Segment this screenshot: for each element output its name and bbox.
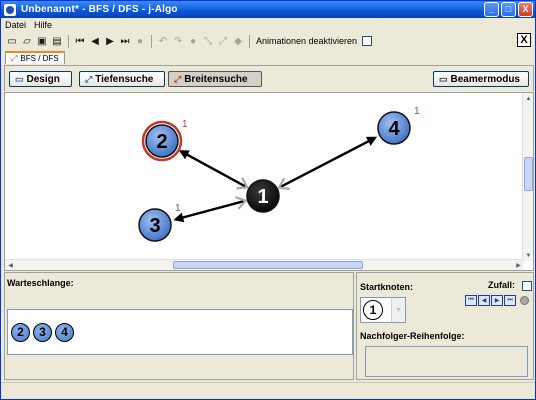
last-step-icon[interactable]: ⏭ (504, 295, 516, 306)
toolbar: ▭ ▱ ▣ ▤ ⏮ ◀ ▶ ⏭ ● ↶ ↷ ● ⤡ ⤢ ◆ Animatione… (1, 32, 535, 50)
beamer-icon: ▭ (439, 73, 448, 84)
prev-step-icon[interactable]: ◀ (478, 295, 490, 306)
mode-bar: ▭ Design ⤢ Tiefensuche ⤢ Breitensuche ▭ … (4, 65, 534, 91)
node-icon[interactable]: ● (189, 35, 197, 47)
depth-search-label: Tiefensuche (95, 73, 154, 85)
node-badge: 1 (182, 119, 188, 130)
design-icon: ▭ (15, 73, 24, 84)
redo-icon[interactable]: ↷ (173, 35, 183, 47)
node-label: 3 (149, 215, 160, 237)
stop-icon[interactable]: ● (136, 35, 144, 47)
queue-item: 4 (55, 322, 74, 342)
next-step-icon[interactable]: ▶ (491, 295, 503, 306)
successor-order-list[interactable] (365, 346, 528, 377)
toolbar-separator (68, 34, 69, 48)
tab-bar: ⤢ BFS / DFS (5, 51, 65, 64)
window-title: Unbenannt* - BFS / DFS - j-Algo (21, 4, 178, 15)
node-label: 1 (257, 186, 268, 208)
menu-hilfe[interactable]: Hilfe (34, 19, 53, 30)
status-bar (1, 382, 535, 399)
stop-step-icon[interactable] (520, 296, 529, 305)
vertical-scrollbar[interactable]: ▲ ▼ (522, 93, 533, 261)
first-step-icon[interactable]: ⏮ (465, 295, 477, 306)
random-label: Zufall: (488, 280, 515, 290)
scroll-left-icon[interactable]: ◀ (8, 263, 13, 269)
eraser-icon[interactable]: ◆ (234, 35, 242, 47)
edge-icon[interactable]: ⤡ (204, 35, 212, 47)
toolbar-separator (151, 34, 152, 48)
minimize-button[interactable]: _ (484, 2, 499, 17)
title-bar: Unbenannt* - BFS / DFS - j-Algo _ □ X (1, 1, 535, 18)
queue-item: 3 (33, 322, 52, 342)
first-icon[interactable]: ⏮ (75, 35, 85, 47)
graph-node-1[interactable]: 1 (246, 179, 280, 213)
beamer-label: Beamermodus (450, 73, 520, 85)
undo-icon[interactable]: ↶ (158, 35, 168, 47)
beamer-mode-button[interactable]: ▭ Beamermodus (433, 71, 529, 87)
scroll-down-icon[interactable]: ▼ (525, 252, 532, 259)
save-as-icon[interactable]: ▤ (52, 35, 62, 47)
graph-icon: ⤢ (11, 53, 18, 63)
edges-icon[interactable]: ⤢ (219, 35, 227, 47)
node-badge: 1 (175, 203, 181, 214)
tab-bfs-dfs[interactable]: ⤢ BFS / DFS (5, 51, 65, 64)
forward-icon[interactable]: ▶ (106, 35, 114, 47)
menu-datei[interactable]: Datei (5, 19, 27, 30)
new-icon[interactable]: ▭ (7, 35, 17, 47)
vertical-scroll-thumb[interactable] (524, 157, 533, 191)
design-button[interactable]: ▭ Design (9, 71, 72, 87)
breadth-search-button[interactable]: ⤢ Breitensuche (168, 71, 262, 87)
close-button[interactable]: X (518, 2, 533, 17)
node-badge: 1 (414, 106, 420, 117)
queue-panel: Warteschlange: 2 3 4 (4, 272, 354, 380)
random-checkbox[interactable] (522, 281, 532, 291)
start-node-select[interactable]: 1 ▼ (360, 297, 406, 323)
horizontal-scrollbar[interactable]: ◀ ▶ (5, 259, 524, 270)
bottom-panels: Warteschlange: 2 3 4 Startknoten: Zufall… (4, 272, 534, 380)
node-label: 4 (388, 118, 400, 140)
node-label: 2 (156, 131, 167, 153)
graph-node-2[interactable]: 21 (141, 119, 188, 162)
start-node-value: 1 (363, 300, 383, 320)
queue-item: 2 (11, 322, 30, 342)
last-icon[interactable]: ⏭ (120, 35, 130, 47)
toolbar-separator (249, 34, 250, 48)
scroll-right-icon[interactable]: ▶ (516, 263, 521, 269)
graph-edge (277, 136, 378, 190)
breadth-search-icon: ⤢ (174, 73, 182, 84)
graph-edge (178, 150, 249, 190)
step-navigation: ⏮ ◀ ▶ ⏭ (465, 295, 529, 306)
depth-search-button[interactable]: ⤢ Tiefensuche (79, 71, 165, 87)
start-panel: Startknoten: Zufall: 1 ▼ ⏮ ◀ ▶ ⏭ Nachfol… (356, 272, 534, 380)
chevron-down-icon[interactable]: ▼ (391, 298, 405, 322)
depth-search-icon: ⤢ (85, 73, 93, 84)
open-icon[interactable]: ▱ (23, 35, 31, 47)
design-label: Design (26, 73, 60, 85)
tab-label: BFS / DFS (20, 54, 59, 63)
start-node-label: Startknoten: (360, 282, 414, 292)
menu-bar: Datei Hilfe (1, 18, 535, 31)
animation-checkbox[interactable] (362, 36, 373, 46)
breadth-search-label: Breitensuche (184, 73, 248, 85)
graph-node-3[interactable]: 31 (138, 203, 181, 242)
save-icon[interactable]: ▣ (37, 35, 47, 47)
close-tab-button[interactable]: X (517, 33, 531, 47)
back-icon[interactable]: ◀ (91, 35, 99, 47)
queue-label: Warteschlange: (7, 278, 74, 288)
scroll-up-icon[interactable]: ▲ (525, 95, 532, 102)
horizontal-scroll-thumb[interactable] (173, 261, 363, 269)
maximize-button[interactable]: □ (501, 2, 516, 17)
graph-edge (173, 196, 248, 223)
animation-label: Animationen deaktivieren (256, 36, 358, 46)
queue-list: 2 3 4 (7, 309, 353, 355)
successor-order-label: Nachfolger-Reihenfolge: (360, 331, 465, 341)
app-icon (4, 3, 16, 16)
graph-node-4[interactable]: 41 (377, 106, 420, 145)
